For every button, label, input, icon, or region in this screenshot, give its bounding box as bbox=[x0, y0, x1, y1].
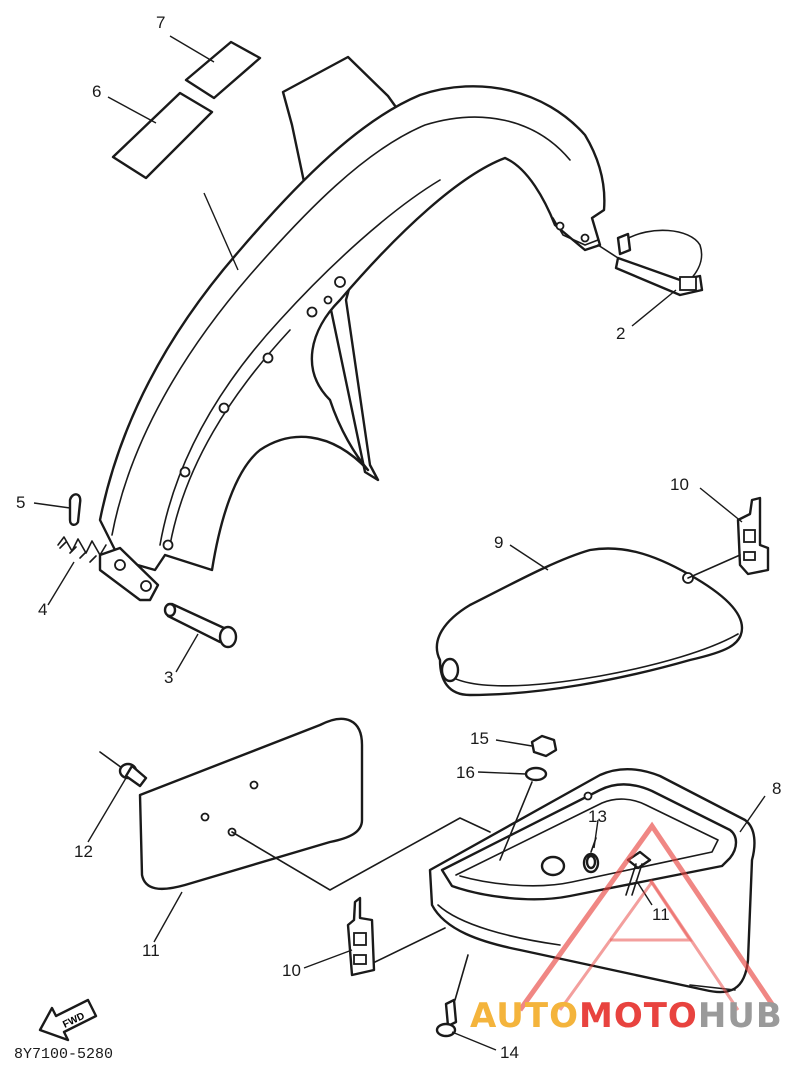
callout-17: 16 bbox=[456, 763, 475, 782]
watermark-moto: MOTO bbox=[578, 996, 698, 1036]
callout-10-top: 10 bbox=[670, 475, 689, 494]
watermark-text: AUTOMOTOHUB bbox=[470, 996, 783, 1036]
assembly-line-17-8 bbox=[499, 781, 533, 861]
storage-box-8 bbox=[428, 767, 756, 994]
callout-6: 6 bbox=[92, 82, 102, 101]
callout-2: 2 bbox=[616, 324, 626, 343]
decal-6 bbox=[111, 91, 214, 180]
side-cover-12 bbox=[138, 717, 364, 891]
spring-4 bbox=[57, 536, 107, 563]
decal-7 bbox=[184, 40, 262, 100]
clip-5 bbox=[68, 493, 82, 526]
latch-2 bbox=[614, 229, 704, 297]
assembly-line-10-8 bbox=[374, 927, 446, 963]
assembly-line-10-9 bbox=[687, 554, 741, 579]
callout-10-bottom: 10 bbox=[282, 961, 301, 980]
seat-cushion-9 bbox=[435, 547, 744, 697]
callout-13: 12 bbox=[74, 842, 93, 861]
pin-3 bbox=[163, 602, 238, 649]
callout-12: 11 bbox=[142, 941, 160, 960]
assembly-line-8-rear bbox=[689, 984, 736, 991]
callout-8: 8 bbox=[772, 779, 782, 798]
bolt-11 bbox=[625, 850, 652, 896]
assembly-line-12-8 bbox=[231, 817, 491, 891]
drawing-code: 8Y7100-5280 bbox=[14, 1046, 114, 1063]
callout-3: 3 bbox=[164, 668, 174, 687]
callout-16: 15 bbox=[470, 729, 489, 748]
assembly-line-15-8 bbox=[454, 954, 469, 1001]
callout-15: 14 bbox=[500, 1043, 519, 1062]
watermark-logo bbox=[517, 821, 779, 1012]
bolt-15 bbox=[435, 998, 458, 1038]
callout-9: 9 bbox=[494, 533, 504, 552]
watermark-auto: AUTO bbox=[470, 996, 579, 1036]
nut-16 bbox=[530, 734, 558, 758]
callout-4: 4 bbox=[38, 600, 48, 619]
washer-17 bbox=[524, 766, 548, 782]
assembly-line-2 bbox=[597, 244, 619, 259]
screw-13 bbox=[99, 751, 148, 788]
callout-5: 5 bbox=[16, 493, 26, 512]
grommet-14 bbox=[585, 854, 597, 870]
callout-11: 11 bbox=[652, 905, 670, 924]
watermark-hub: HUB bbox=[697, 996, 783, 1036]
fwd-arrow bbox=[38, 998, 98, 1042]
callout-14: 13 bbox=[588, 807, 607, 826]
bracket-10-bottom bbox=[346, 896, 376, 977]
rear-fender bbox=[98, 55, 606, 602]
bracket-10-top bbox=[736, 496, 770, 576]
callout-7: 7 bbox=[156, 13, 166, 32]
